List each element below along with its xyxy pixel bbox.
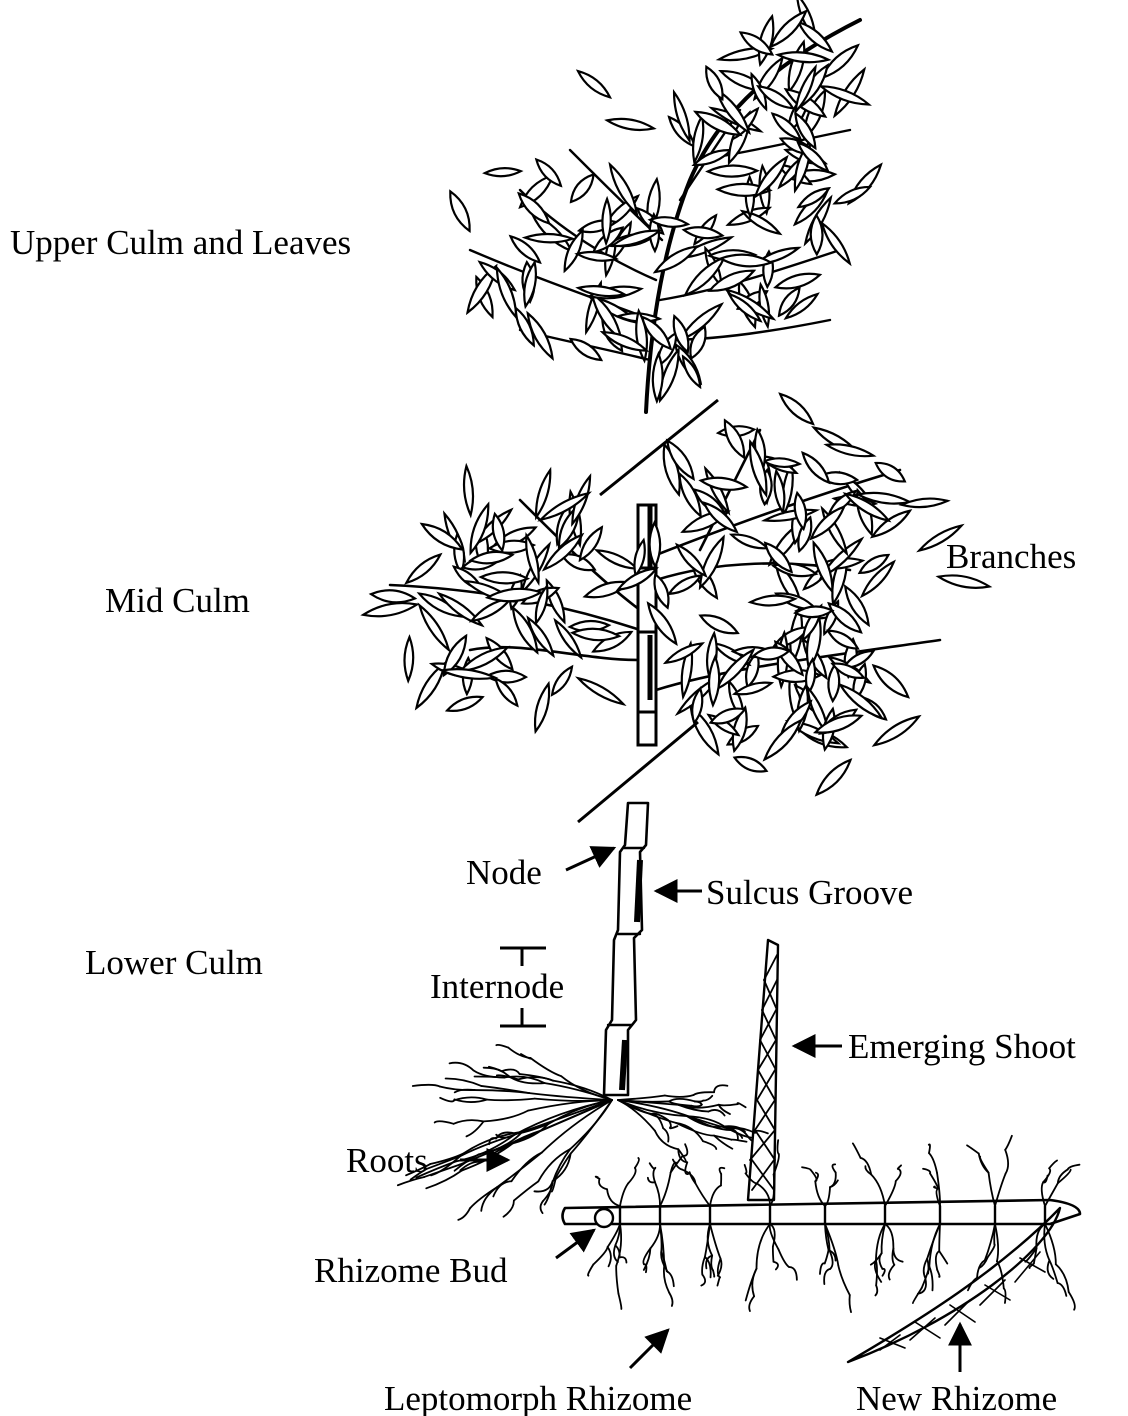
leaf: [721, 255, 771, 267]
label-rhizome-bud: Rhizome Bud: [314, 1251, 508, 1290]
lower-culm-illustration: [604, 803, 648, 1095]
leaf: [450, 191, 469, 231]
label-lower-culm: Lower Culm: [85, 943, 263, 982]
upper-leaves: [450, 0, 881, 401]
leaf: [485, 168, 521, 176]
leaf: [789, 42, 805, 92]
leaf: [835, 187, 870, 203]
label-mid-culm: Mid Culm: [105, 581, 250, 620]
leptomorph-rhizome-illustration: [563, 1200, 1081, 1227]
leaf: [735, 683, 772, 695]
mid-leaves: [363, 394, 989, 795]
leaf: [902, 499, 948, 508]
leaf: [602, 199, 610, 243]
label-node: Node: [466, 853, 542, 892]
emerging-shoot-illustration: [748, 940, 778, 1200]
leaf: [817, 760, 851, 795]
sulcus-groove-mark-lower: [622, 1040, 625, 1090]
label-branches: Branches: [946, 537, 1076, 576]
leaf: [573, 629, 620, 640]
leaf: [771, 11, 806, 46]
label-leptomorph-rhizome: Leptomorph Rhizome: [384, 1379, 692, 1416]
sulcus-groove-mark: [637, 860, 640, 922]
leaf: [827, 444, 874, 456]
label-roots: Roots: [346, 1141, 428, 1180]
leaf: [765, 720, 801, 759]
label-sulcus-groove: Sulcus Groove: [706, 873, 913, 912]
leaf: [874, 717, 919, 746]
leaf: [803, 453, 829, 483]
leaf: [775, 471, 785, 512]
leaf: [442, 669, 495, 679]
leaf: [497, 268, 516, 317]
leaf: [731, 535, 767, 549]
arrow-leptomorph-rhizome: [630, 1330, 668, 1368]
leaf: [363, 603, 417, 616]
label-upper-culm: Upper Culm and Leaves: [10, 223, 351, 262]
leaf: [578, 678, 623, 704]
new-rhizome-illustration: [848, 1208, 1060, 1362]
leaf: [536, 470, 550, 517]
leaf: [655, 246, 697, 272]
leaf: [578, 71, 610, 97]
leaf: [876, 463, 905, 481]
label-internode: Internode: [430, 967, 564, 1006]
rhizome-bud: [595, 1209, 613, 1227]
arrow-rhizome-bud: [556, 1230, 594, 1258]
leaf: [814, 543, 833, 592]
label-emerging-shoot: Emerging Shoot: [848, 1027, 1076, 1066]
leaf: [938, 575, 989, 587]
leaf: [669, 576, 701, 594]
leaf: [571, 339, 602, 360]
leaf: [580, 527, 602, 560]
leaf: [406, 555, 440, 583]
leaf: [607, 119, 654, 130]
leaf: [822, 223, 850, 263]
leaf: [780, 394, 813, 424]
leaf: [684, 227, 723, 238]
leaf: [404, 637, 413, 681]
leaf: [701, 478, 747, 490]
leaf: [525, 234, 573, 242]
leaf: [371, 590, 415, 602]
leaf: [597, 550, 637, 568]
leaf: [447, 697, 482, 711]
leaf: [735, 757, 767, 772]
leaf: [700, 615, 737, 633]
label-new-rhizome: New Rhizome: [856, 1379, 1057, 1416]
leaf: [775, 274, 819, 289]
leaf: [874, 666, 909, 698]
arrow-node: [566, 848, 614, 870]
upper-culm-illustration: [450, 0, 881, 412]
leaf: [535, 684, 549, 732]
leaf: [778, 52, 829, 62]
mid-culm-illustration: [363, 394, 989, 795]
leaf: [552, 667, 572, 695]
leaf: [547, 580, 565, 622]
leaf: [464, 466, 473, 515]
leaf: [571, 174, 594, 202]
